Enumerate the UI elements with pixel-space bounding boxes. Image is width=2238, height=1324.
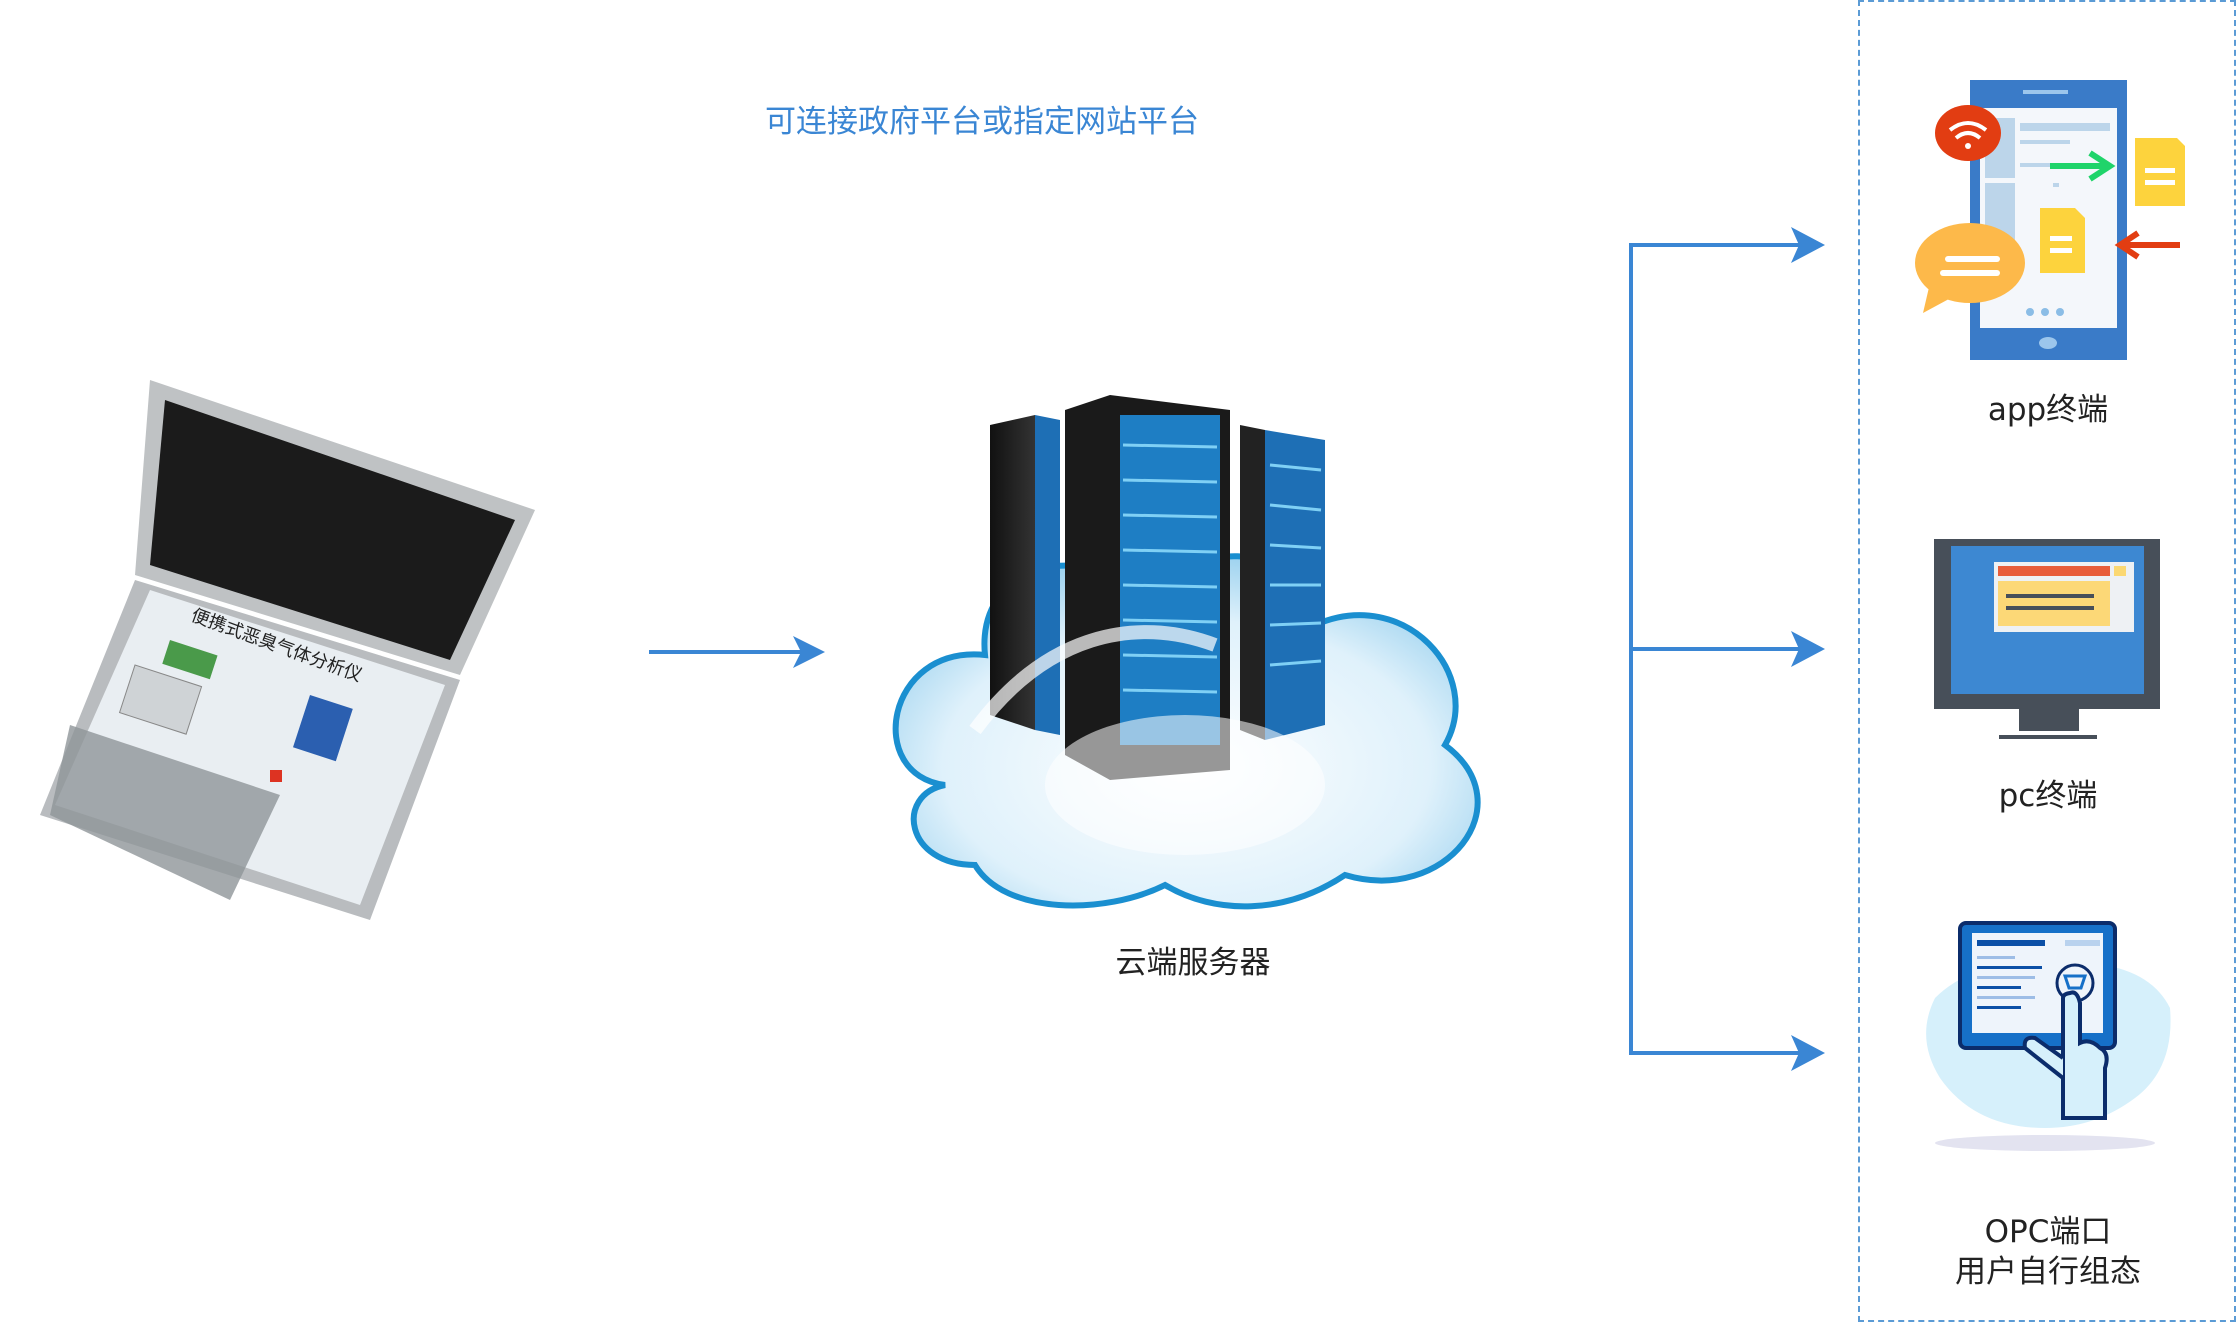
distribution-arrows <box>1629 227 1825 1071</box>
cloud-server-icon <box>892 395 1481 910</box>
opc-port-label: OPC端口 <box>1984 1214 2112 1250</box>
arrow-to-pc <box>1791 631 1825 667</box>
pc-terminal-label: pc终端 <box>1998 778 2098 814</box>
arrow-to-app <box>1791 227 1825 263</box>
opc-port-icon <box>1926 921 2171 1151</box>
pc-terminal-icon <box>1934 539 2160 739</box>
app-terminal-icon <box>1915 80 2185 360</box>
platform-note: 可连接政府平台或指定网站平台 <box>765 104 1199 140</box>
opc-config-label: 用户自行组态 <box>1955 1254 2141 1290</box>
arrow-to-cloud <box>649 636 825 668</box>
terminal-panel <box>1858 0 2236 1322</box>
arrow-to-opc <box>1791 1035 1825 1071</box>
gas-analyzer-device-image: 便携式恶臭气体分析仪 <box>40 380 535 920</box>
terminal-panel-top-border <box>1858 0 2236 2</box>
cloud-server-label: 云端服务器 <box>1115 945 1271 981</box>
app-terminal-label: app终端 <box>1987 392 2109 428</box>
